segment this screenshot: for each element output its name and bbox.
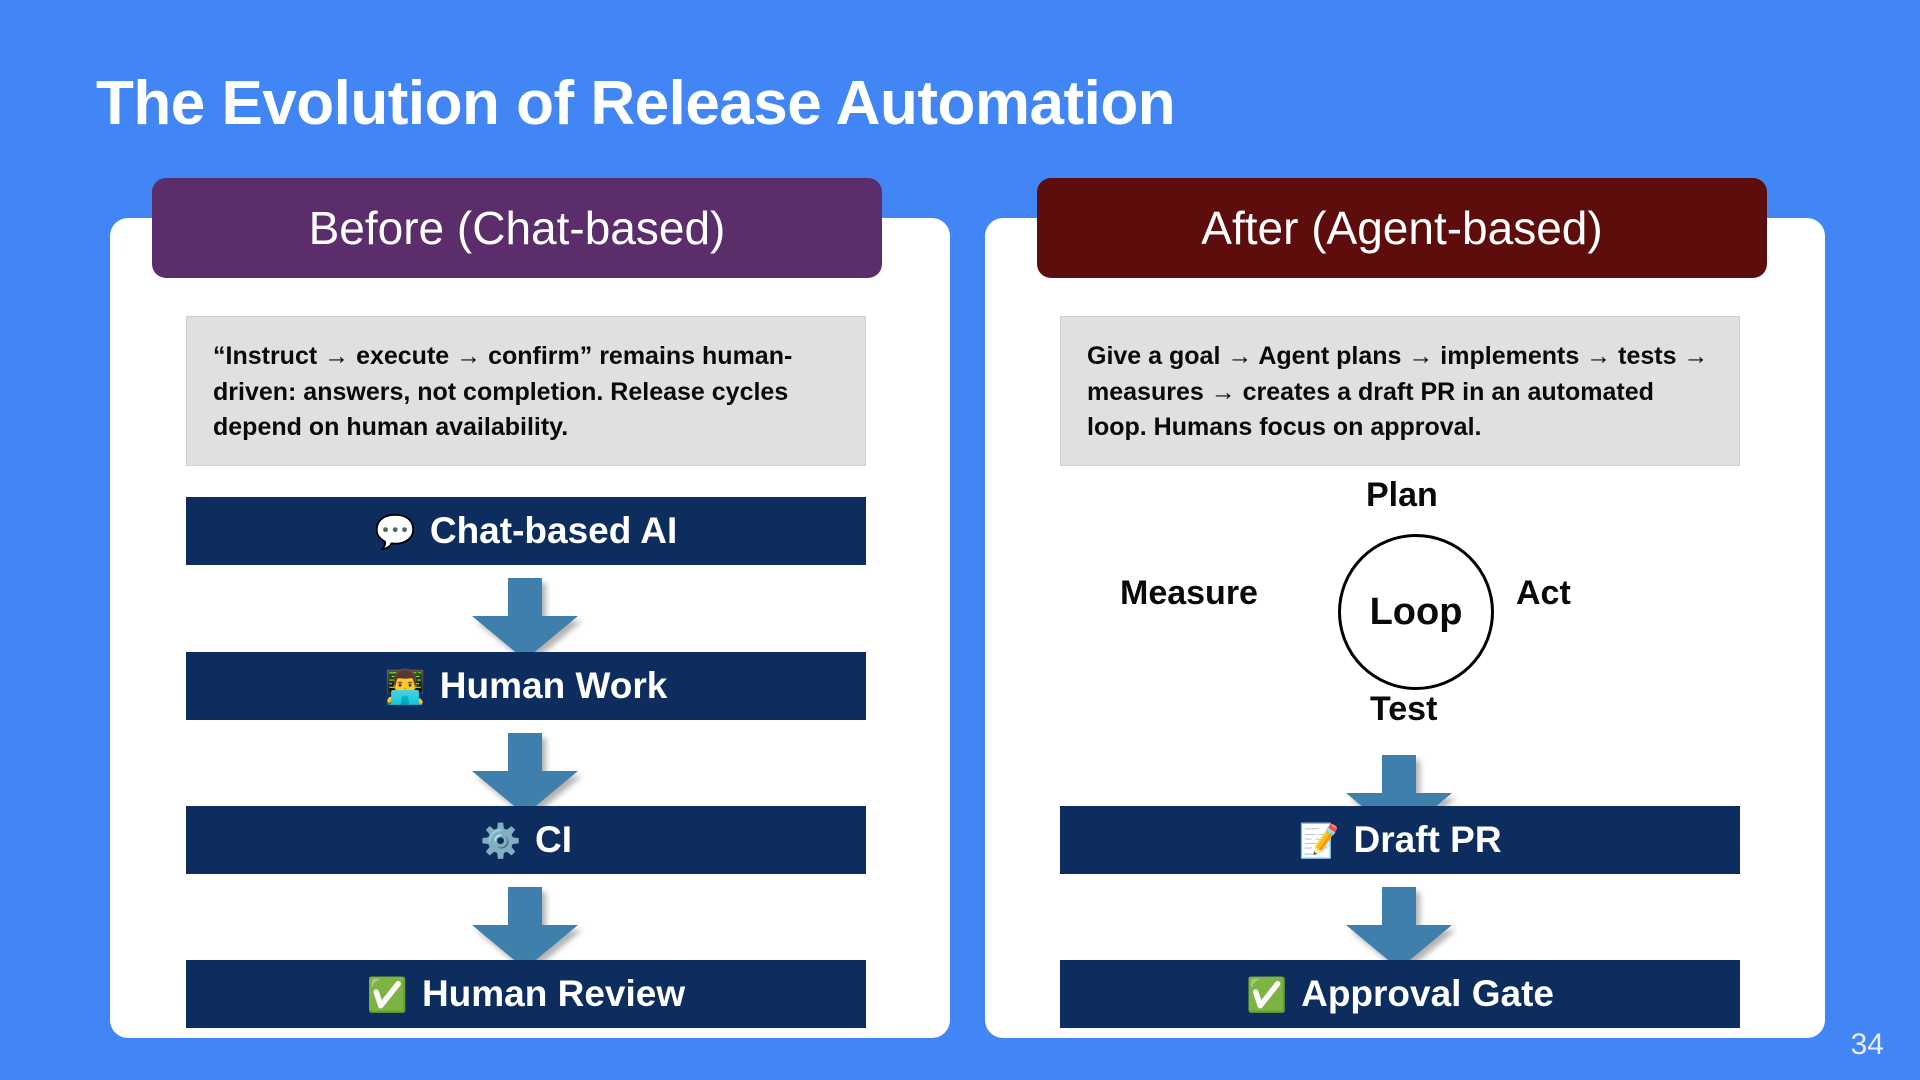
loop-diagram: Plan Measure Act Test Loop (1060, 462, 1740, 732)
loop-label-plan: Plan (1366, 476, 1438, 514)
flow-step-label: Human Work (439, 665, 668, 706)
flow-step-draft-pr[interactable]: 📝 Draft PR (1060, 806, 1740, 874)
technologist-icon: 👨‍💻 (384, 667, 426, 705)
flow-step-human-review[interactable]: ✅ Human Review (186, 960, 866, 1028)
loop-center-label: Loop (1369, 590, 1463, 633)
loop-label-measure: Measure (1120, 574, 1258, 612)
flow-step-label: CI (535, 819, 573, 860)
flow-step-chat-based-ai[interactable]: 💬 Chat-based AI (186, 497, 866, 565)
check-mark-button-icon: ✅ (366, 975, 408, 1013)
check-mark-button-icon: ✅ (1246, 975, 1288, 1013)
flow-step-label: Approval Gate (1301, 973, 1554, 1014)
memo-icon: 📝 (1298, 821, 1340, 859)
flow-step-label: Chat-based AI (429, 510, 678, 551)
page-title: The Evolution of Release Automation (96, 69, 1176, 138)
flow-step-approval-gate[interactable]: ✅ Approval Gate (1060, 960, 1740, 1028)
flow-arrow-3 (472, 887, 578, 969)
flow-arrow-1 (472, 578, 578, 660)
flow-step-label: Draft PR (1353, 819, 1502, 860)
speech-balloon-icon: 💬 (374, 512, 416, 550)
description-before: “Instruct → execute → confirm” remains h… (186, 316, 866, 466)
flow-step-ci[interactable]: ⚙️ CI (186, 806, 866, 874)
loop-label-test: Test (1370, 690, 1438, 728)
page-number: 34 (1850, 1028, 1884, 1061)
loop-circle: Loop (1338, 534, 1494, 690)
loop-label-act: Act (1516, 574, 1571, 612)
flow-step-label: Human Review (421, 973, 686, 1014)
badge-after: After (Agent-based) (1037, 178, 1767, 278)
badge-before: Before (Chat-based) (152, 178, 882, 278)
flow-arrow-4 (1346, 755, 1452, 837)
description-after: Give a goal → Agent plans → implements →… (1060, 316, 1740, 466)
flow-arrow-5 (1346, 887, 1452, 969)
flow-step-human-work[interactable]: 👨‍💻 Human Work (186, 652, 866, 720)
gear-icon: ⚙️ (479, 821, 522, 859)
flow-arrow-2 (472, 733, 578, 815)
